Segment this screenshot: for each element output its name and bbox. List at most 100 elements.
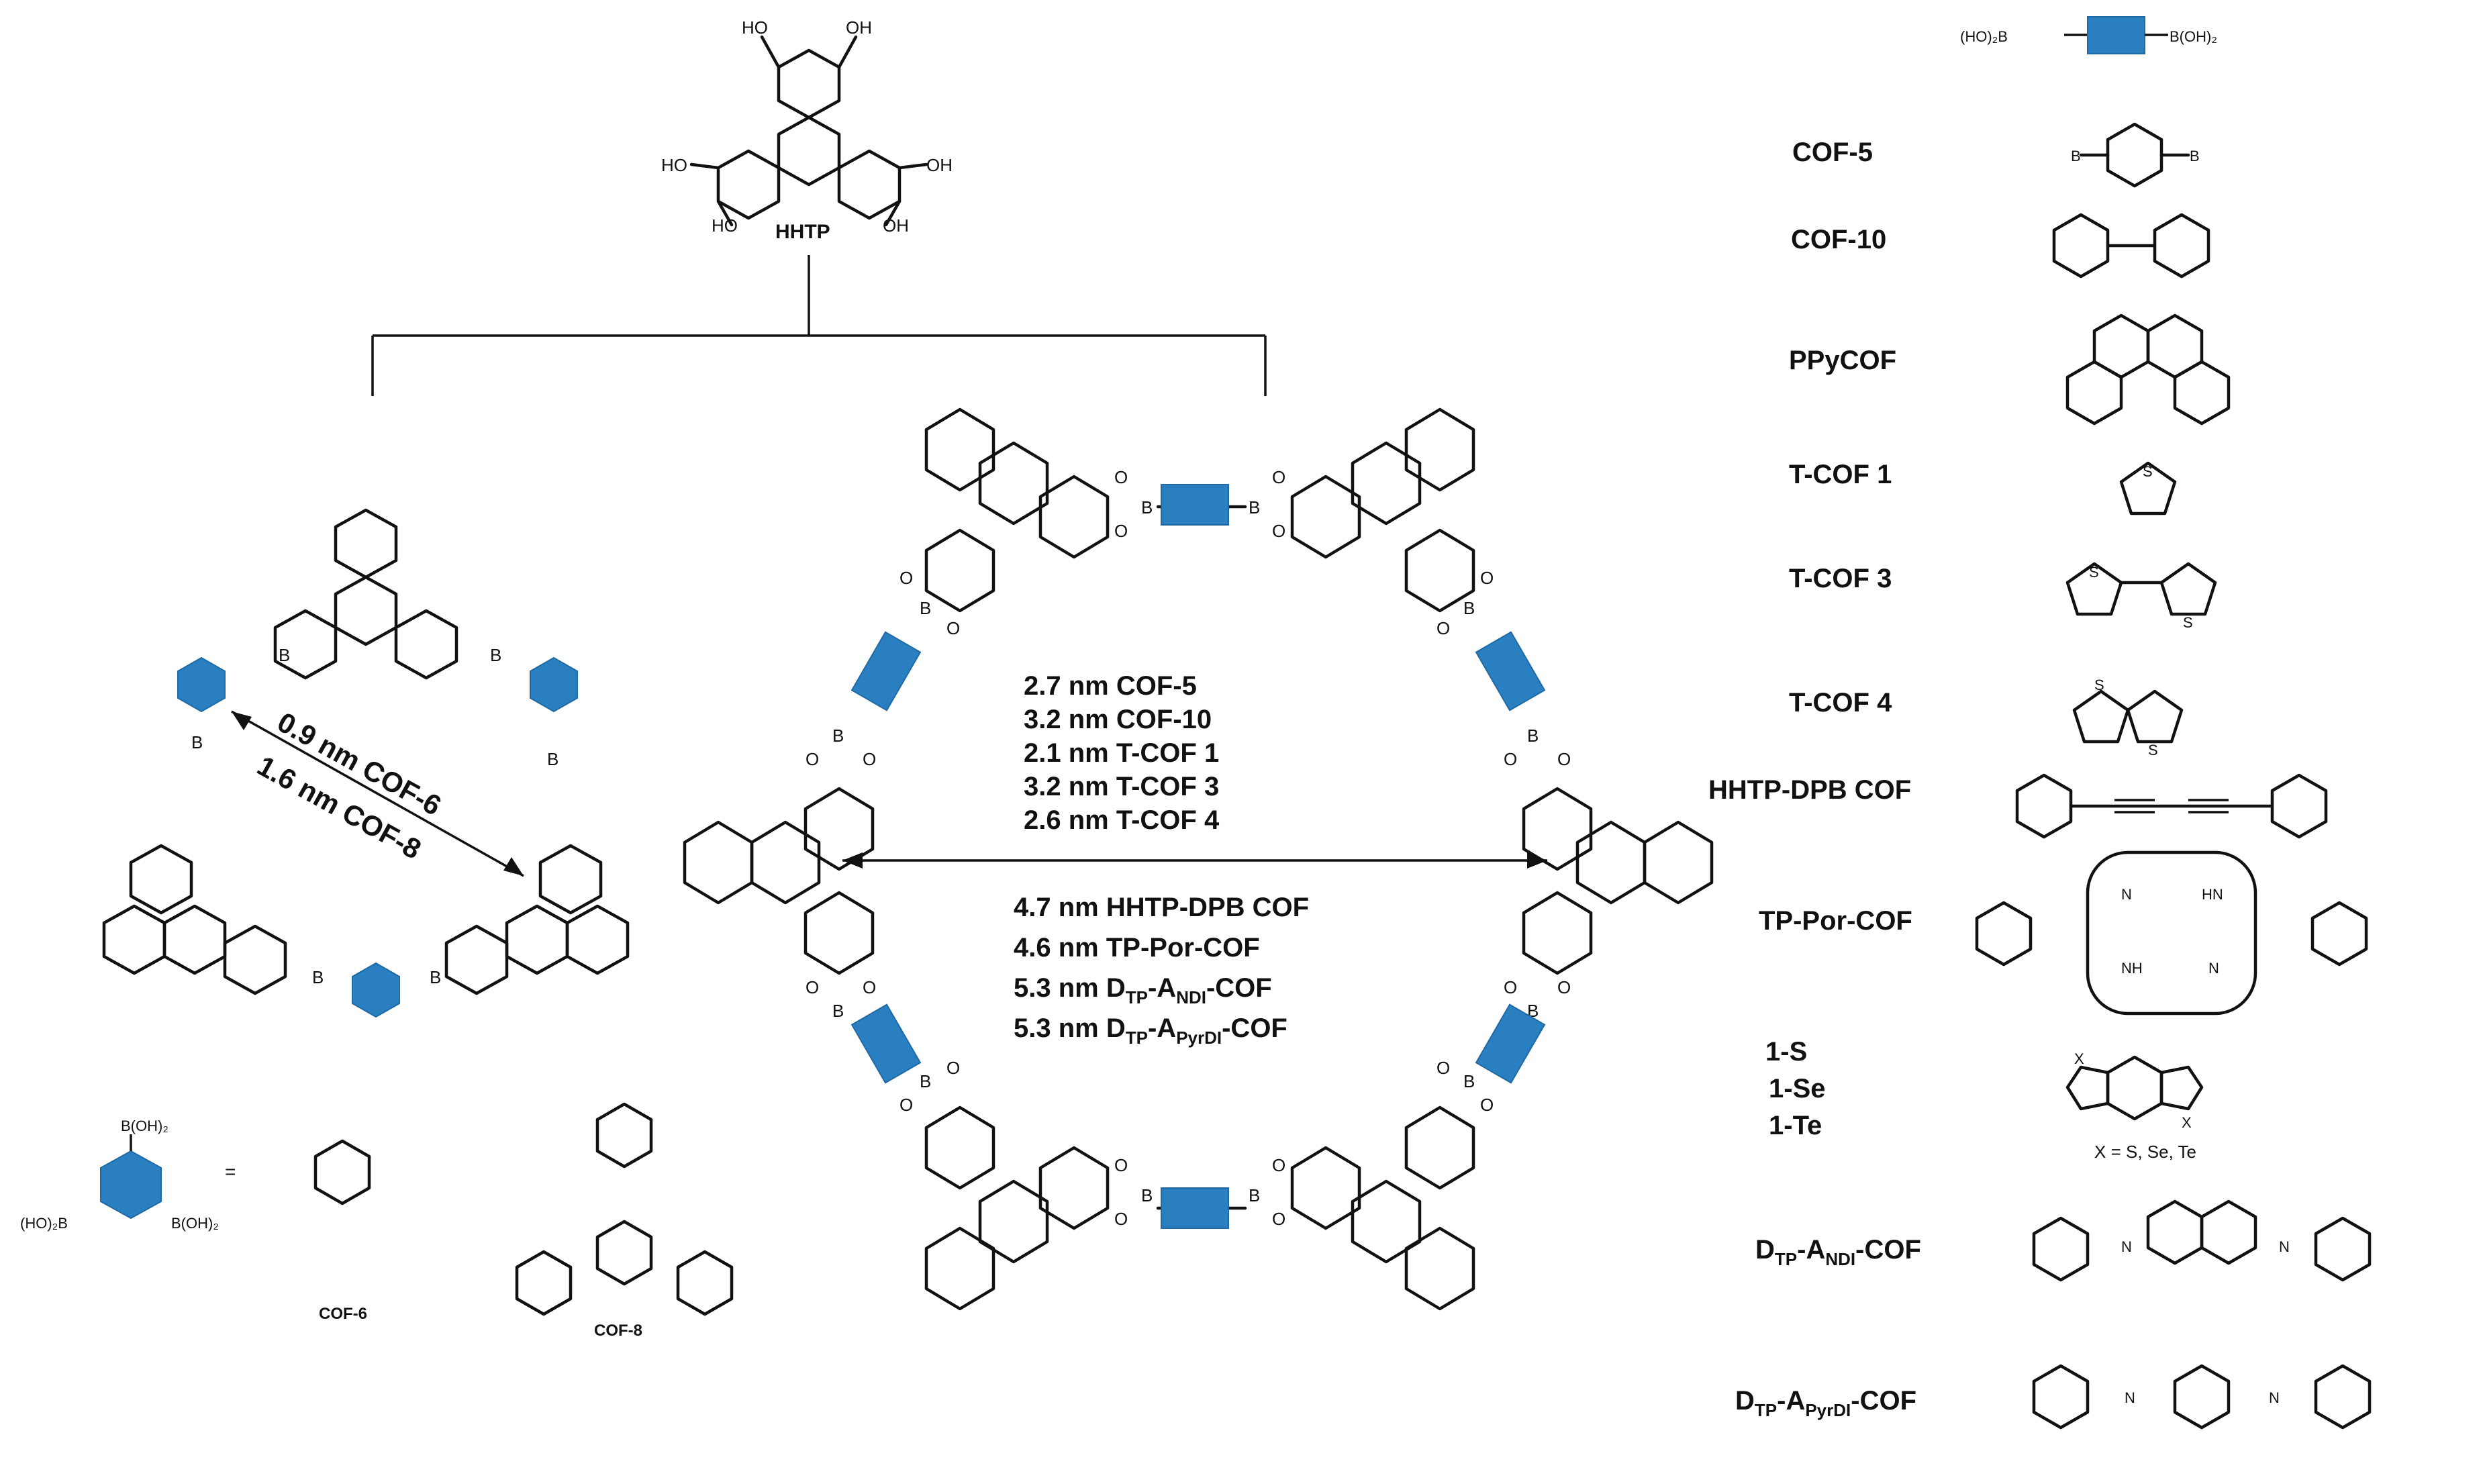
atom-label: B: [1463, 1071, 1475, 1091]
hhtp-oh-3: HO: [661, 155, 687, 175]
atom-label: D: [1106, 1013, 1126, 1043]
atom-label: -COF: [1206, 973, 1272, 1003]
atom-label: B: [1463, 598, 1475, 618]
tp-node-top-left: O O B O O B: [899, 407, 1153, 638]
atom-label: O: [1437, 1058, 1450, 1078]
atom-label: COF-10: [1116, 705, 1212, 734]
atom-label: S: [2148, 742, 2158, 758]
atom-label: O: [863, 749, 876, 769]
pore-distances-lower: 4.7 nm HHTP-DPB COF 4.6 nm TP-Por-COF 5.…: [1014, 893, 1309, 1048]
atom-label: O: [1272, 467, 1285, 487]
atom-label: B: [920, 1071, 931, 1091]
atom-label: N: [2125, 1389, 2135, 1406]
atom-label: T-COF 4: [1116, 805, 1220, 835]
atom-label: N: [2279, 1238, 2290, 1255]
hhtp-oh-6: OH: [883, 215, 909, 236]
atom-label: TP: [1126, 1028, 1148, 1048]
atom-label: TP: [1755, 1400, 1777, 1420]
atom-label: S: [2089, 564, 2099, 581]
linker-name-1te: 1-Te: [1769, 1111, 1822, 1140]
atom-label: B: [279, 645, 290, 665]
atom-label: O: [1114, 467, 1128, 487]
atom-label: B: [1249, 1185, 1260, 1205]
atom-label: 5.3 nm: [1014, 973, 1099, 1003]
linker-name-cof5: COF-5: [1792, 138, 1873, 167]
linker-block-upper-left: [850, 631, 922, 711]
pore-distances-upper: 2.7 nm COF-5 3.2 nm COF-10 2.1 nm T-COF …: [1024, 671, 1220, 835]
atom-label: O: [1114, 521, 1128, 541]
atom-label: S: [2183, 614, 2193, 631]
linker-block-top: [1161, 484, 1229, 526]
tp-node-right: B O O B O O: [1504, 726, 1714, 1021]
atom-label: PyrDI: [1176, 1028, 1222, 1048]
hhtp-label: HHTP: [775, 221, 830, 243]
atom-label: O: [1504, 977, 1517, 997]
atom-label: B: [1141, 497, 1153, 517]
atom-label: B(OH)₂: [121, 1118, 168, 1134]
tritopic-block-bottom: [352, 962, 400, 1018]
linker-header-block: [2087, 16, 2145, 54]
tritopic-block-left: [177, 656, 226, 713]
atom-label: S: [2094, 677, 2104, 693]
atom-label: T-COF 3: [1116, 772, 1219, 801]
atom-label: TP: [1775, 1249, 1797, 1269]
atom-label: B: [312, 967, 324, 987]
linker-name-tp-por: TP-Por-COF: [1759, 906, 1912, 936]
tritopic-legend: B(OH)₂ (HO)₂B B(OH)₂ = COF-6 COF-8: [20, 1102, 734, 1340]
linker-name-tcof3: T-COF 3: [1789, 564, 1892, 593]
atom-label: 3.2 nm: [1024, 772, 1109, 801]
atom-label: O: [1114, 1155, 1128, 1175]
atom-label: D: [1106, 973, 1126, 1003]
atom-label: O: [1272, 1209, 1285, 1229]
atom-label: O: [1480, 1095, 1494, 1115]
pore-dist-3: 2.1 nm T-COF 1: [1024, 738, 1219, 768]
atom-label: T-COF 1: [1116, 738, 1219, 768]
atom-label: B: [832, 1001, 844, 1021]
atom-label: O: [1437, 618, 1450, 638]
linker-name-1se: 1-Se: [1769, 1074, 1826, 1103]
atom-label: N: [2121, 1238, 2132, 1255]
tritopic-block-right: [530, 656, 578, 713]
atom-label: HHTP-DPB COF: [1106, 893, 1309, 922]
atom-label: 2.1 nm: [1024, 738, 1109, 768]
linker-block-lower-left: [850, 1003, 922, 1084]
cof8-label: COF-8: [594, 1322, 642, 1340]
atom-label: B: [430, 967, 441, 987]
pore-dist-8: 5.3 nm DTP-ANDI-COF: [1014, 973, 1272, 1007]
atom-label: O: [1480, 568, 1494, 588]
atom-label: 3.2 nm: [1024, 705, 1109, 734]
atom-label: COF-5: [1116, 671, 1197, 701]
atom-label: B: [490, 645, 501, 665]
atom-label: TP-Por-COF: [1106, 933, 1260, 962]
atom-label: (HO)₂B: [20, 1215, 68, 1232]
atom-label: O: [1272, 1155, 1285, 1175]
hhtp-oh-5: HO: [712, 215, 738, 236]
tp-node-bottom-right: B O O O O B: [1249, 1058, 1494, 1311]
atom-label: 2.7 nm: [1024, 671, 1109, 701]
atom-label: B: [920, 598, 931, 618]
atom-label: O: [946, 1058, 960, 1078]
atom-label: O: [1557, 977, 1571, 997]
small-pore-framework: B B B B B B 0.9 nm COF-6 1.6 nm COF-8: [102, 508, 630, 1018]
linker-block-lower-right: [1475, 1003, 1546, 1084]
hhtp-oh-1: HO: [742, 17, 768, 38]
pore-dist-9: 5.3 nm DTP-APyrDI-COF: [1014, 1013, 1287, 1048]
atom-label: B: [547, 749, 558, 769]
atom-label: 4.6 nm: [1014, 933, 1099, 962]
hhtp-monomer: HO OH HO OH HO OH HHTP: [371, 17, 1267, 396]
atom-label: B: [2071, 148, 2081, 164]
atom-label: O: [1114, 1209, 1128, 1229]
x-note: X = S, Se, Te: [2094, 1142, 2196, 1162]
linker-name-cof10: COF-10: [1791, 225, 1886, 254]
pore-dist-6: 4.7 nm HHTP-DPB COF: [1014, 893, 1309, 922]
pore-dist-7: 4.6 nm TP-Por-COF: [1014, 933, 1260, 962]
atom-label: X: [2182, 1114, 2192, 1131]
linker-list: COF-5 COF-10 PPyCOF T-COF 1 T-COF 3 T-CO…: [1708, 138, 1921, 1420]
atom-label: O: [946, 618, 960, 638]
linker-name-hhtp-dpb: HHTP-DPB COF: [1708, 775, 1911, 805]
atom-label: 2.6 nm: [1024, 805, 1109, 835]
linker-name-tcof4: T-COF 4: [1789, 688, 1892, 718]
atom-label: (HO)₂B: [1960, 28, 2008, 45]
atom-label: PyrDI: [1805, 1400, 1851, 1420]
atom-label: O: [1272, 521, 1285, 541]
